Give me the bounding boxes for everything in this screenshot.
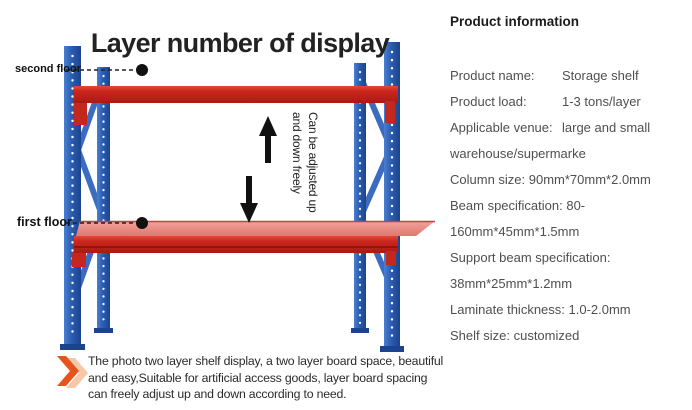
first-floor-panel [76, 221, 435, 236]
right-front-foot [380, 346, 404, 352]
diagram-title: Layer number of display [90, 28, 390, 58]
applicable-venue-label: Applicable venue: [450, 120, 553, 135]
first-floor-beam-right-bracket [386, 251, 396, 265]
left-rear-foot [94, 328, 113, 333]
shelf-illustration-svg [60, 42, 435, 352]
support-beam-spec-line2: 38mm*25mm*1.2mm [450, 276, 573, 291]
product-info-rows: Product name: Storage shelf Product load… [450, 63, 690, 349]
product-load-label: Product load: [450, 94, 527, 109]
second-floor-label: second floor [15, 63, 82, 75]
second-floor-beam [74, 86, 398, 103]
second-floor-beam-left-bracket [74, 103, 87, 125]
left-front-foot [60, 344, 85, 350]
beam-spec-line2: 160mm*45mm*1.5mm [450, 224, 580, 239]
chevron-front-shape [57, 356, 79, 386]
second-floor-beam-right-bracket [385, 101, 395, 123]
product-name-label: Product name: [450, 68, 535, 83]
first-floor-beam-left-bracket [72, 253, 86, 267]
applicable-venue-row: Applicable venue: large and small [450, 115, 690, 141]
double-chevron-icon [56, 356, 92, 392]
chevron-back-shape [66, 358, 88, 388]
first-floor-dot [136, 217, 148, 229]
product-load-row: Product load: 1-3 tons/layer [450, 89, 690, 115]
shelf-size-line: Shelf size: customized [450, 328, 580, 343]
adjust-note: Can be adjusted up and down freely [289, 112, 321, 244]
product-info-heading: Product information [450, 14, 579, 29]
beam-spec-line1: Beam specification: 80- [450, 198, 586, 213]
product-name-row: Product name: Storage shelf [450, 63, 690, 89]
right-rear-post [354, 63, 366, 330]
product-info-panel: Product information Product name: Storag… [450, 14, 690, 349]
adjust-note-line2: and down freely [290, 112, 304, 194]
product-load-value: 1-3 tons/layer [562, 94, 641, 109]
arrow-down-icon [240, 176, 258, 223]
first-floor-label: first floor [17, 215, 72, 229]
support-beam-spec-line1: Support beam specification: [450, 250, 611, 265]
venue-continuation-line: warehouse/supermarke [450, 146, 586, 161]
right-rear-foot [351, 328, 369, 333]
diagram-caption: The photo two layer shelf display, a two… [88, 354, 444, 402]
shelf-diagram: Layer number of display second floor fir… [15, 28, 444, 402]
laminate-thickness-line: Laminate thickness: 1.0-2.0mm [450, 302, 631, 317]
product-name-value: Storage shelf [562, 68, 639, 83]
first-floor-beam [74, 236, 398, 253]
arrow-up-icon [259, 116, 277, 163]
column-size-line: Column size: 90mm*70mm*2.0mm [450, 172, 651, 187]
adjust-note-line1: Can be adjusted up [306, 112, 320, 213]
second-floor-dot [136, 64, 148, 76]
applicable-venue-value: large and small [562, 120, 651, 135]
